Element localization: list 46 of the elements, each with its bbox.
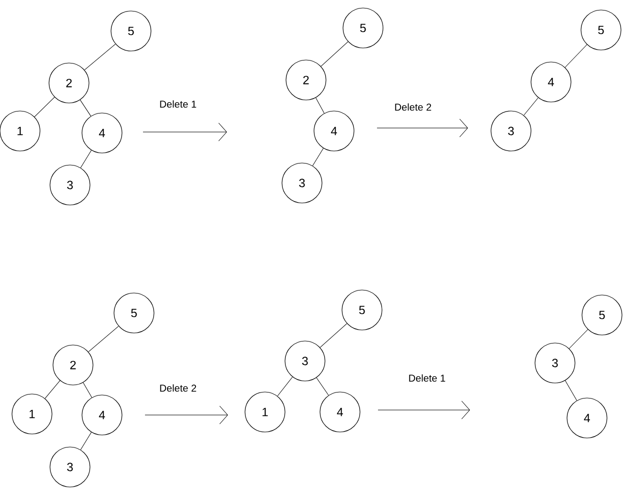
tree-node: 2 — [52, 344, 94, 386]
tree-edge — [80, 150, 92, 168]
tree-node: 5 — [342, 290, 382, 330]
tree-node: 1 — [12, 394, 52, 434]
tree-edge — [80, 432, 92, 450]
tree-node: 4 — [314, 110, 354, 152]
tree-node: 1 — [244, 392, 286, 432]
tree-node: 2 — [286, 60, 326, 100]
tree-node: 4 — [530, 62, 572, 102]
tree-node: 5 — [110, 10, 152, 52]
step-label: Delete 2 — [160, 384, 196, 392]
tree-node: 5 — [580, 10, 622, 50]
tree-node: 3 — [284, 340, 326, 382]
tree-node: 4 — [82, 112, 122, 154]
step-label: Delete 2 — [395, 103, 432, 111]
tree-edge — [564, 44, 588, 68]
tree-edge — [34, 96, 55, 118]
tree-edge — [84, 44, 116, 70]
tree-node: 5 — [342, 8, 384, 48]
tree-edge — [568, 329, 588, 349]
tree-edge — [44, 380, 60, 399]
tree-node: 4 — [82, 394, 122, 436]
tree-edge — [564, 380, 578, 401]
tree-edge — [80, 100, 92, 116]
tree-edge — [320, 323, 348, 348]
tree-node: 3 — [50, 446, 90, 488]
tree-node: 2 — [48, 62, 90, 104]
tree-edge — [320, 41, 348, 67]
tree-edge — [88, 326, 119, 352]
tree-node: 5 — [582, 294, 622, 336]
tree-edge — [316, 98, 324, 114]
tree-node: 4 — [320, 392, 360, 432]
tree-edge — [316, 378, 329, 396]
tree-node: 4 — [566, 398, 608, 438]
tree-node: 3 — [490, 110, 532, 152]
tree-edge — [312, 148, 324, 166]
tree-edge — [524, 97, 538, 116]
tree-node: 5 — [114, 292, 154, 334]
tree-edge — [277, 376, 293, 396]
step-label: Delete 1 — [409, 374, 446, 382]
tree-node: 3 — [50, 164, 90, 206]
tree-node: 3 — [534, 342, 576, 384]
tree-edge — [82, 382, 92, 398]
tree-node: 3 — [282, 162, 322, 204]
step-label: Delete 1 — [160, 100, 196, 108]
tree-node: 1 — [0, 110, 40, 152]
